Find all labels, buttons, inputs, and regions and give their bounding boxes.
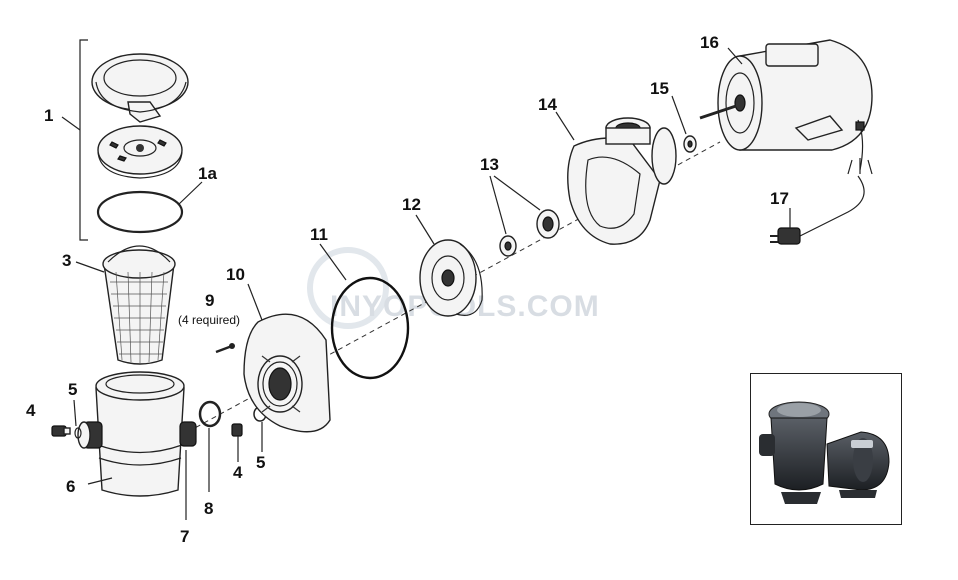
callout-4-mid: 4 <box>233 463 243 482</box>
callout-13: 13 <box>480 155 499 174</box>
seal-plate <box>243 283 331 433</box>
callout-17: 17 <box>770 189 789 208</box>
housing-o-ring <box>319 243 410 380</box>
lid-bracket <box>61 39 88 241</box>
callout-4-left: 4 <box>26 401 36 420</box>
pump-lid <box>97 125 183 179</box>
pump-photo-inset <box>750 373 902 525</box>
strainer-pot <box>77 371 197 497</box>
callout-7: 7 <box>180 527 189 546</box>
callout-6: 6 <box>66 477 75 496</box>
pump-motor <box>699 39 873 171</box>
callout-10: 10 <box>226 265 245 284</box>
callout-8: 8 <box>204 499 213 518</box>
callout-5-mid: 5 <box>256 453 265 472</box>
shaft-seal <box>489 175 560 257</box>
pump-housing <box>555 111 677 245</box>
slinger-washer <box>671 95 697 153</box>
power-cord <box>770 158 873 245</box>
callout-1: 1 <box>44 106 53 125</box>
callout-9-note: (4 required) <box>178 313 240 327</box>
callout-15: 15 <box>650 79 669 98</box>
pump-photo-icon <box>751 374 900 523</box>
drain-plug-left <box>51 399 82 439</box>
callout-14: 14 <box>538 95 557 114</box>
callout-12: 12 <box>402 195 421 214</box>
callout-5-left: 5 <box>68 380 77 399</box>
strainer-basket <box>75 245 176 365</box>
impeller <box>415 214 483 317</box>
lock-ring <box>91 53 189 123</box>
housing-screw <box>215 343 235 354</box>
callout-9: 9 <box>205 291 214 310</box>
callout-1a: 1a <box>198 164 217 183</box>
lid-o-ring <box>96 181 203 234</box>
diffuser-gasket <box>198 400 222 492</box>
callout-11: 11 <box>310 225 328 244</box>
callout-3: 3 <box>62 251 71 270</box>
callout-16: 16 <box>700 33 719 52</box>
